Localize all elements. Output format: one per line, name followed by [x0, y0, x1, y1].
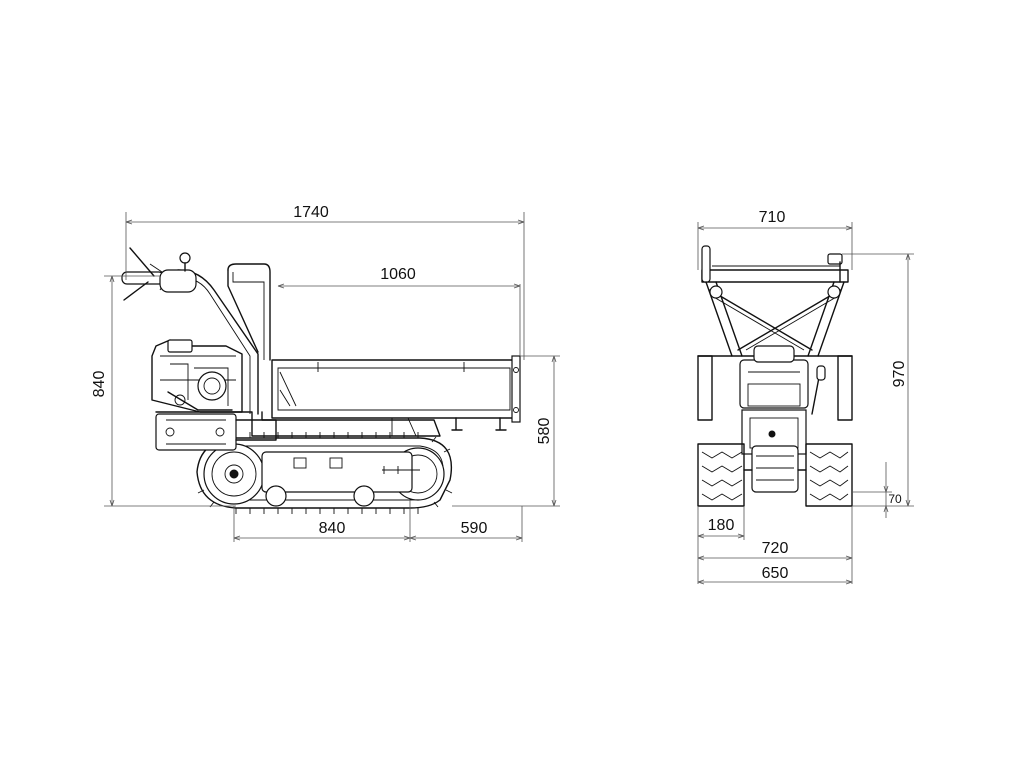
side-view [121, 247, 521, 514]
side-chassis [155, 411, 441, 451]
dim-front-ground-clearance: 70 [888, 492, 902, 506]
dim-front-bed-width: 710 [759, 209, 786, 226]
front-engine [739, 345, 826, 455]
dim-side-overall-length: 1740 [293, 204, 329, 221]
dim-side-rear-overhang: 590 [461, 520, 488, 537]
dim-side-overall-height: 840 [91, 371, 108, 398]
dim-side-bed-length: 1060 [380, 266, 416, 283]
dim-side-bed-height: 580 [536, 418, 553, 445]
side-rear-frame [227, 263, 271, 361]
side-dump-bed [271, 355, 521, 437]
dim-front-track-width: 180 [708, 517, 735, 534]
front-view [697, 245, 853, 507]
dim-front-track-gauge: 650 [762, 565, 789, 582]
dim-front-overall-height: 970 [891, 361, 908, 388]
side-handle [121, 247, 259, 415]
dim-front-overall-width: 720 [762, 540, 789, 557]
side-dimensions: 1740 1060 840 580 840 590 [91, 204, 560, 542]
front-tracks [697, 443, 853, 507]
front-dimensions: 710 970 70 180 720 650 [697, 209, 914, 585]
dim-side-track-length: 840 [319, 520, 346, 537]
front-x-frame [705, 281, 845, 357]
side-engine [151, 339, 243, 413]
front-bed [697, 245, 853, 421]
side-track [196, 432, 453, 514]
